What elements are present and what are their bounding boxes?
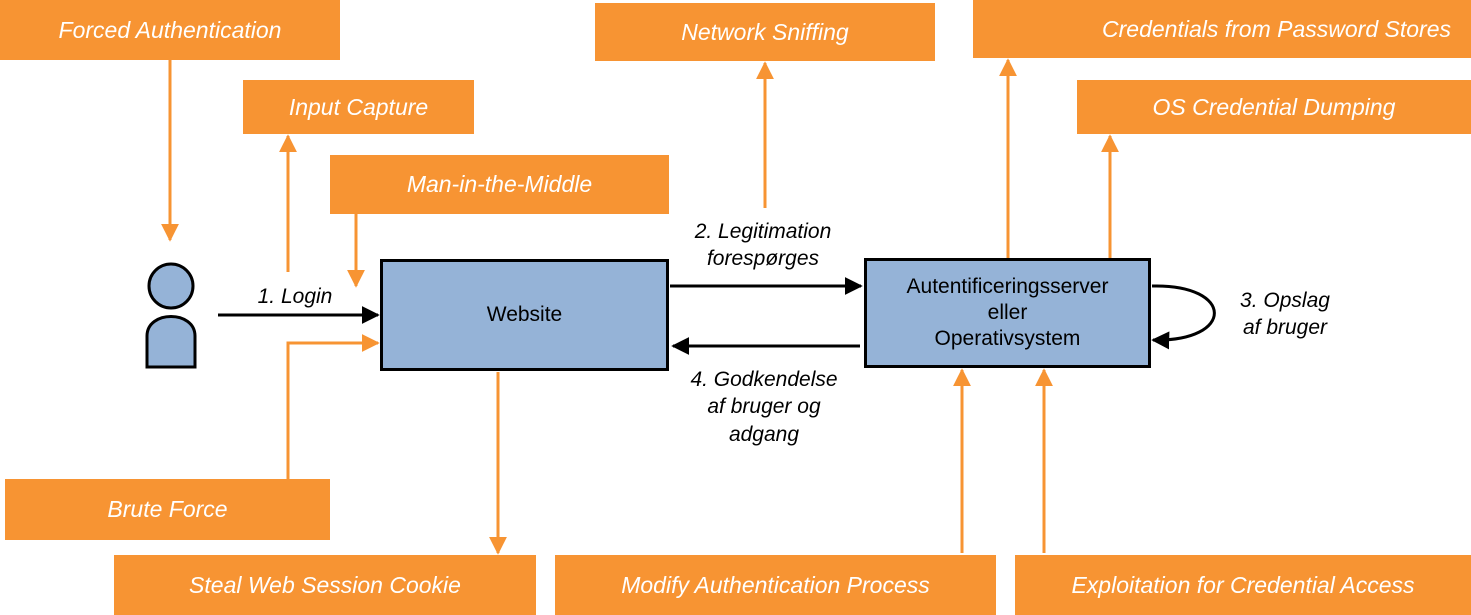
website-label: Website xyxy=(486,302,563,326)
step-approve-line3: adgang xyxy=(728,422,800,446)
attack-brute-force: Brute Force xyxy=(5,479,330,540)
auth-server-label-line1: Autentificeringsserver xyxy=(906,274,1109,298)
attack-network-sniffing: Network Sniffing xyxy=(595,3,935,61)
attack-modify-authentication-process: Modify Authentication Process xyxy=(555,555,996,615)
attack-steal-web-session-cookie: Steal Web Session Cookie xyxy=(114,555,536,615)
step-credential-request-label: 2. Legitimation forespørges xyxy=(668,218,858,273)
arrow-brute-force-to-website xyxy=(286,334,380,479)
auth-server-label-line2: eller xyxy=(987,300,1028,324)
step-legit-line1: 2. Legitimation xyxy=(694,220,832,243)
user-icon xyxy=(145,262,197,369)
attack-label: Brute Force xyxy=(107,496,228,522)
attack-label: Credentials from Password Stores xyxy=(1102,15,1451,42)
step-user-lookup-label: 3. Opslag af bruger xyxy=(1222,287,1348,342)
attack-input-capture: Input Capture xyxy=(243,80,474,134)
step-approval-label: 4. Godkendelse af bruger og adgang xyxy=(664,366,864,448)
attack-os-credential-dumping: OS Credential Dumping xyxy=(1077,80,1471,134)
auth-server-node: Autentificeringsserver eller Operativsys… xyxy=(864,258,1151,368)
attack-label: Steal Web Session Cookie xyxy=(189,571,461,598)
auth-server-label-line3: Operativsystem xyxy=(934,327,1081,351)
attack-label: Modify Authentication Process xyxy=(621,571,930,598)
arrow-user-lookup-loop xyxy=(1151,284,1216,350)
attack-man-in-the-middle: Man-in-the-Middle xyxy=(330,155,669,214)
attack-label: Exploitation for Credential Access xyxy=(1071,571,1415,598)
attack-label: Forced Authentication xyxy=(58,16,282,43)
attack-label: Input Capture xyxy=(288,93,429,120)
attack-label: Man-in-the-Middle xyxy=(406,171,593,197)
step-approve-line1: 4. Godkendelse xyxy=(690,368,838,391)
step-legit-line2: forespørges xyxy=(706,247,820,271)
attack-forced-authentication: Forced Authentication xyxy=(0,0,340,60)
attack-label: OS Credential Dumping xyxy=(1152,93,1396,120)
step-lookup-line1: 3. Opslag xyxy=(1240,289,1330,312)
step-lookup-line2: af bruger xyxy=(1242,316,1328,340)
attack-credentials-from-password-stores: Credentials from Password Stores xyxy=(973,0,1471,58)
attack-exploitation-for-credential-access: Exploitation for Credential Access xyxy=(1015,555,1471,615)
step-login-label: 1. Login xyxy=(257,285,333,308)
website-node: Website xyxy=(380,259,669,371)
step-approve-line2: af bruger og xyxy=(707,395,821,419)
attack-label: Network Sniffing xyxy=(681,18,849,45)
